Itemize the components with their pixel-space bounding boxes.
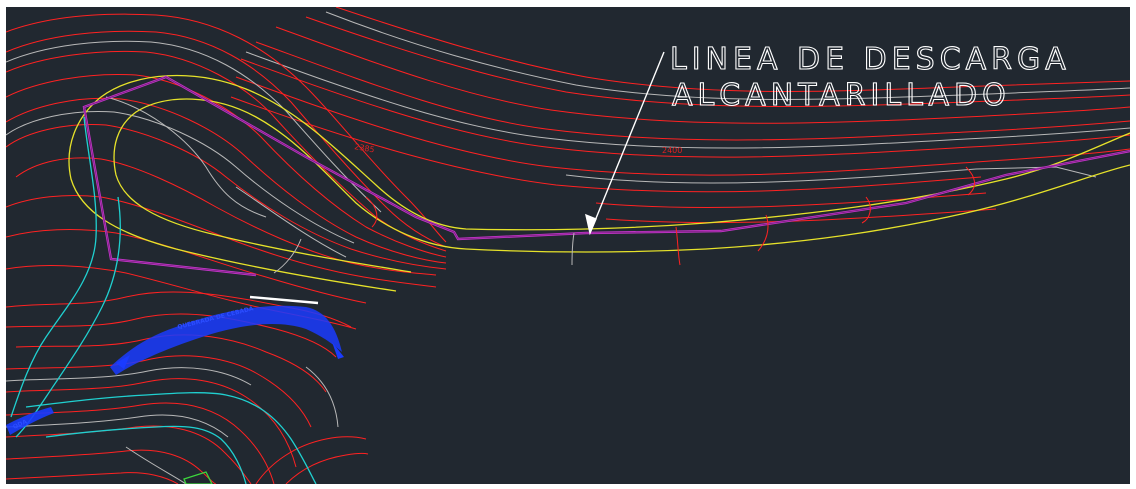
road-edges <box>68 74 1130 292</box>
streams <box>10 116 317 484</box>
contour-label-2385: 2385 <box>354 142 376 154</box>
topographic-drawing: QUEBRADA DE CEBADA QDA 2385 2400 LINEA D… <box>6 7 1130 484</box>
annotation-leader <box>585 51 665 236</box>
cad-viewport[interactable]: QUEBRADA DE CEBADA QDA 2385 2400 LINEA D… <box>6 7 1130 484</box>
annotation-line-2: ALCANTARILLADO <box>672 78 1011 113</box>
culvert-marker <box>249 295 319 305</box>
contour-label-2400: 2400 <box>662 146 682 155</box>
green-patch <box>183 471 213 484</box>
contours-west-minor <box>6 40 382 258</box>
contours-valley-minor <box>6 366 339 484</box>
contours-north-minor <box>245 11 1130 184</box>
water-body <box>6 305 344 435</box>
contour-crossings <box>365 166 975 266</box>
annotation-line-1: LINEA DE DESCARGA <box>670 42 1071 77</box>
contours-west <box>6 13 447 330</box>
contours-north <box>230 7 1130 224</box>
grey-crossings <box>273 232 575 274</box>
discharge-line-inner <box>83 76 1130 276</box>
